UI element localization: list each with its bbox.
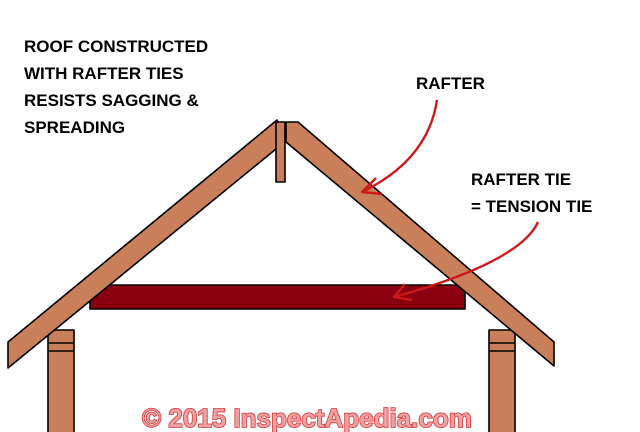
rafter-tie-arrow-shaft xyxy=(393,221,540,299)
rafter-tie-label-line-2: = TENSION TIE xyxy=(471,197,592,216)
left-wall-post-body xyxy=(47,329,75,432)
rafter-callout-arrow xyxy=(360,99,439,196)
rafter-label: RAFTER xyxy=(416,74,485,93)
rafter-tie-callout-arrow xyxy=(392,221,540,302)
caption-line-3: RESISTS SAGGING & xyxy=(24,91,199,110)
right-wall-post xyxy=(488,329,516,432)
caption-line-2: WITH RAFTER TIES xyxy=(24,64,184,83)
rafter-arrow-shaft xyxy=(361,99,439,194)
caption: ROOF CONSTRUCTED WITH RAFTER TIES RESIST… xyxy=(24,37,208,137)
right-rafter xyxy=(285,121,555,367)
copyright-watermark: © 2015 InspectApedia.com xyxy=(142,403,472,432)
right-wall-post-body xyxy=(488,329,516,432)
left-rafter xyxy=(7,119,288,369)
rafter-arrowhead xyxy=(360,177,383,196)
caption-line-4: SPREADING xyxy=(24,118,125,137)
left-wall-post xyxy=(47,329,75,432)
rafter-tie-arrowhead xyxy=(392,283,413,302)
caption-line-1: ROOF CONSTRUCTED xyxy=(24,37,208,56)
ridge-board xyxy=(275,121,286,183)
rafter-tie-label-line-1: RAFTER TIE xyxy=(471,170,571,189)
rafter-tie xyxy=(89,284,466,310)
